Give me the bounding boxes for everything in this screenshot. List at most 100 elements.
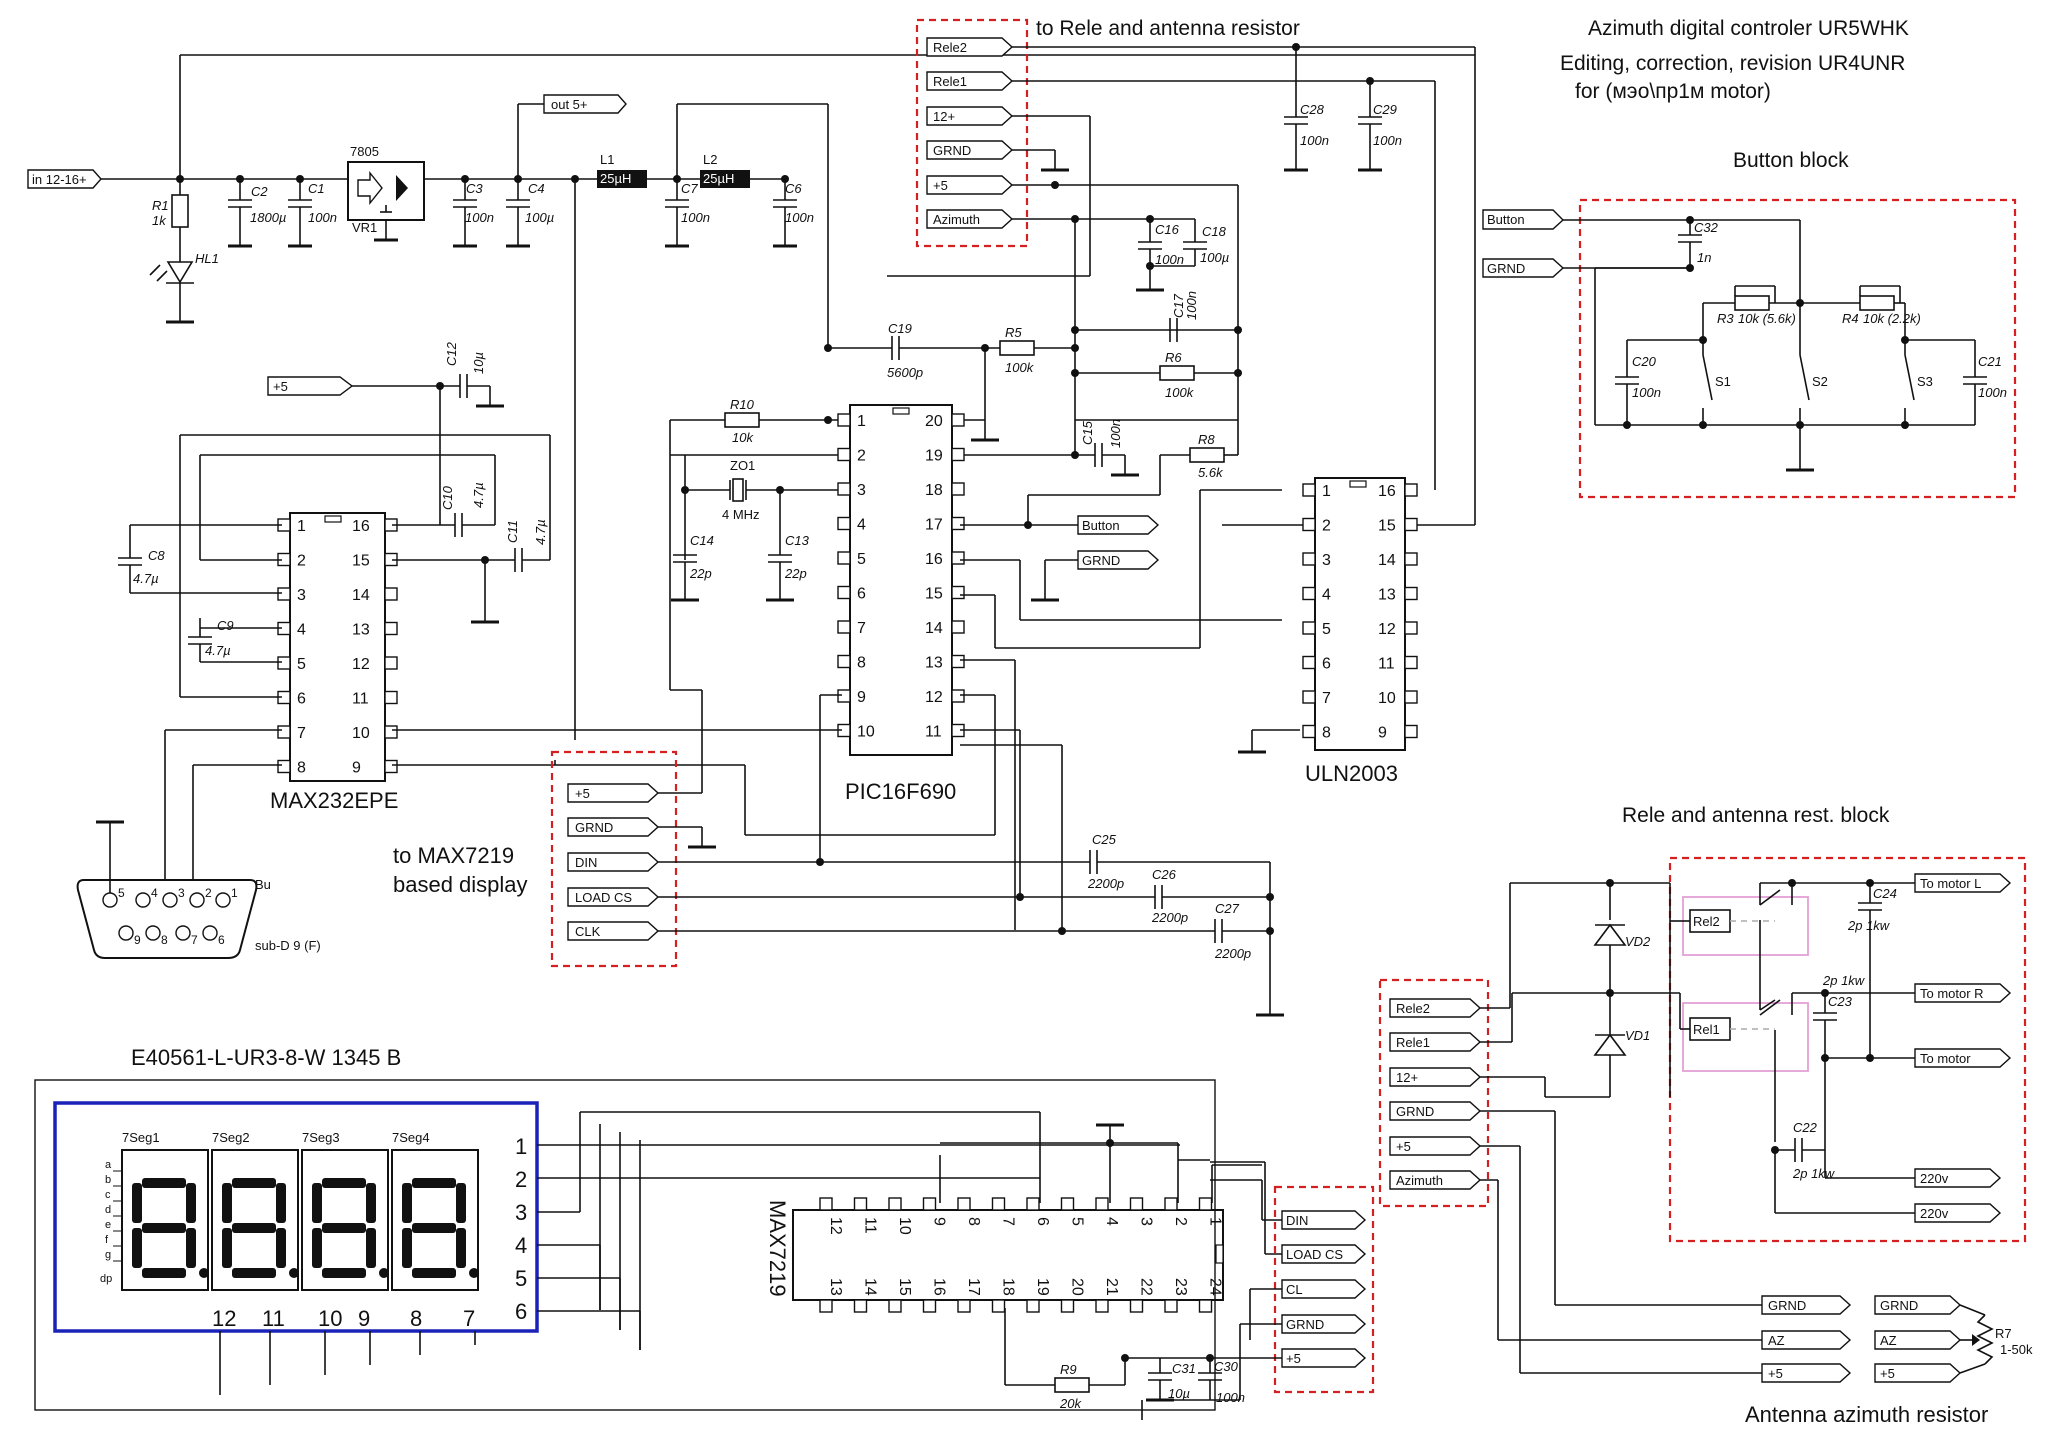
max7219-pin-number: 20	[1069, 1278, 1086, 1296]
port-220v-2: 220v	[1920, 1206, 1949, 1221]
c11-value: 4.7µ	[533, 519, 548, 545]
port-grnd-ant: GRND	[1768, 1298, 1806, 1313]
r4-value: 10k (2.2k)	[1863, 311, 1921, 326]
uln-pin-number: 2	[1322, 518, 1331, 535]
r8-value: 5.6k	[1198, 465, 1224, 480]
uln-pin	[1404, 586, 1418, 601]
max7219-pin-number: 22	[1138, 1278, 1155, 1296]
pic-support-components: C16 100n C18 100µ C17 100n C19 5600p R5 …	[669, 215, 1242, 775]
l1-value: 25µH	[600, 171, 631, 186]
port-grnd-top: GRND	[933, 143, 971, 158]
display-pin-number: 11	[262, 1306, 285, 1331]
pic-pin-number: 3	[857, 482, 866, 499]
uln-pin-number: 5	[1322, 621, 1331, 638]
r8-label: R8	[1198, 432, 1215, 447]
pic-pin-number: 9	[857, 689, 866, 706]
c1-label: C1	[308, 181, 325, 196]
pic-pin-number: 20	[925, 413, 943, 430]
pic-pin	[837, 689, 851, 703]
max7219-pin-number: 13	[827, 1278, 844, 1296]
max232-pin	[384, 621, 398, 636]
seven-seg-digit	[222, 1178, 299, 1278]
max7219-support: R9 20k C31 10µ C30 100n	[939, 1123, 1245, 1420]
max7219-connector-right: DIN LOAD CS CL GRND +5	[1177, 1159, 1375, 1394]
inductor-l2	[700, 170, 750, 188]
c31-value: 10µ	[1168, 1386, 1190, 1401]
port-azimuth-top: Azimuth	[933, 212, 980, 227]
port-to-motor-l: To motor L	[1920, 876, 1981, 891]
max7219-pin-number: 16	[931, 1278, 948, 1296]
title-controller: Azimuth digital controler UR5WHK	[1588, 17, 1909, 40]
max7219-pin	[1026, 1197, 1040, 1211]
c25-value: 2200p	[1087, 876, 1124, 891]
max7219-pin-number: 7	[1000, 1217, 1017, 1226]
dp-label: dp	[100, 1273, 112, 1285]
max7219-pin	[1164, 1197, 1178, 1211]
max7219-pin-number: 14	[862, 1278, 879, 1296]
pic-pin	[837, 585, 851, 600]
title-revision: Editing, correction, revision UR4UNR	[1560, 52, 1905, 75]
title-button-block: Button block	[1733, 149, 1849, 172]
uln-pin	[1302, 655, 1316, 670]
r1-value: 1k	[152, 213, 167, 228]
db9-pin-number: 2	[205, 886, 212, 900]
segment-letter: c	[105, 1189, 111, 1201]
max7219-pin-number: 17	[965, 1278, 982, 1296]
port-grnd-right: GRND	[1286, 1317, 1324, 1332]
r3-label: R3	[1717, 311, 1734, 326]
max7219-pin-number: 2	[1172, 1217, 1189, 1226]
c18-label: C18	[1202, 224, 1227, 239]
pic-pin-number: 17	[925, 517, 943, 534]
regulator-ref: VR1	[352, 220, 377, 235]
port-plus5-block: +5	[1396, 1139, 1411, 1154]
port-loadcs-mid: LOAD CS	[575, 890, 632, 905]
port-plus5-right: +5	[1286, 1351, 1301, 1366]
c8-label: C8	[148, 548, 165, 563]
uln-pin	[1404, 483, 1418, 497]
c11-label: C11	[505, 520, 520, 543]
c13-label: C13	[785, 533, 810, 548]
port-din-mid: DIN	[575, 855, 597, 870]
c2-value: 1800µ	[250, 210, 286, 225]
uln-pin-number: 10	[1378, 690, 1396, 707]
db9-pin-number: 5	[118, 886, 125, 900]
db9-pin	[145, 925, 161, 941]
uln-pin-number: 16	[1378, 483, 1396, 500]
uln-pin-number: 1	[1322, 483, 1331, 500]
segment-letter: b	[105, 1174, 111, 1186]
max232-pin	[384, 759, 398, 774]
pic-pin	[951, 482, 965, 496]
c15-value: 100n	[1108, 419, 1123, 448]
pic-pin	[951, 620, 965, 634]
pic-pin	[951, 413, 965, 427]
db9-pin-number: 8	[161, 933, 168, 947]
inductor-l1	[597, 170, 647, 188]
port-out5	[543, 94, 627, 114]
pic-pin	[951, 516, 965, 531]
uln-pin-number: 9	[1378, 725, 1387, 742]
max232-pin-number: 5	[297, 656, 306, 673]
pic-pin	[837, 482, 851, 496]
max232-pin-number: 8	[297, 760, 306, 777]
uln-pin	[1302, 586, 1316, 601]
max7219-pin	[853, 1299, 868, 1313]
pic-pin-number: 4	[857, 517, 866, 534]
max7219-pin	[888, 1197, 902, 1211]
uln-pin-number: 3	[1322, 552, 1331, 569]
pic-pin-number: 13	[925, 655, 943, 672]
vd1-label: VD1	[1625, 1028, 1650, 1043]
c20-value: 100n	[1632, 385, 1661, 400]
uln-pin-number: 4	[1322, 587, 1331, 604]
max232-pin	[384, 725, 398, 739]
db9-pin-number: 3	[178, 886, 185, 900]
r7-label: R7	[1995, 1326, 2012, 1341]
max7219-pin-number: 3	[1138, 1217, 1155, 1226]
max232-pin-number: 4	[297, 622, 306, 639]
pic-pin-number: 1	[857, 413, 866, 430]
uln-pin	[1302, 690, 1316, 704]
c26-label: C26	[1152, 867, 1177, 882]
rel2-label: Rel2	[1693, 914, 1720, 929]
max232-pin	[384, 587, 398, 601]
display-pin-number: 1	[515, 1134, 527, 1159]
